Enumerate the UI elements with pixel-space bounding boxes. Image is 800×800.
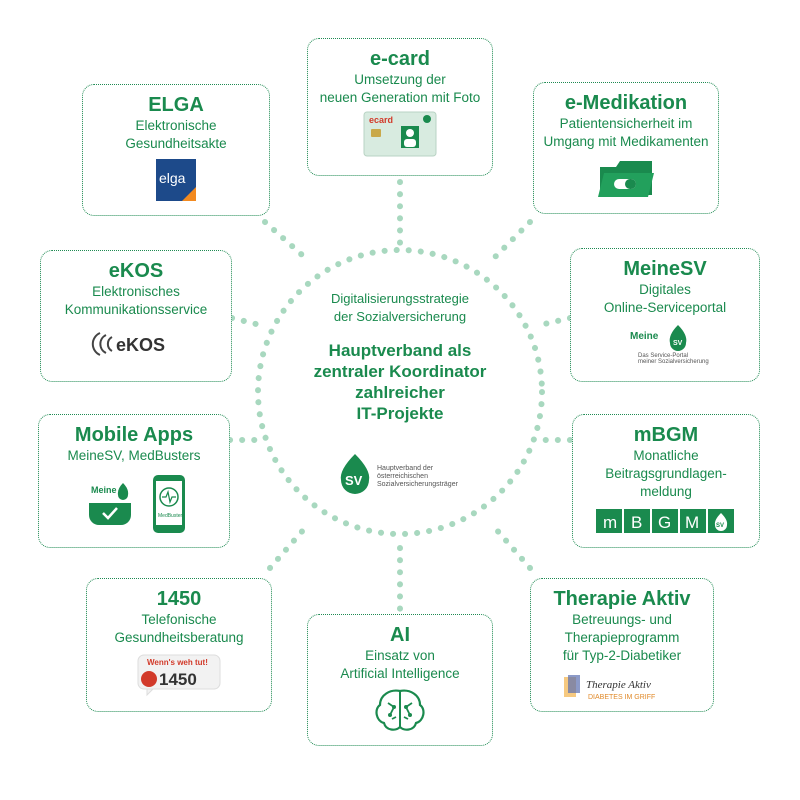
svg-text:Sozialversicherungsträger: Sozialversicherungsträger [377,481,459,488]
ai-desc-line1: Einsatz von [365,648,435,663]
1450-title: 1450 [156,588,202,610]
mbgm-desc-line3: meldung [640,484,692,499]
svg-text:m: m [603,513,617,532]
mbgm-desc-line2: Beitragsgrundlagen- [605,466,727,481]
svg-text:SV: SV [345,473,363,488]
pill-folder-icon [598,161,654,197]
svg-text:österreichischen: österreichischen [377,473,428,480]
therapieaktiv-desc-line2: Therapieprogramm [564,630,680,645]
project-ekos: eKOS Elektronisches Kommunikationsservic… [40,250,232,382]
svg-text:DIABETES IM GRIFF: DIABETES IM GRIFF [588,694,655,701]
mbgm-title: mBGM [633,424,699,446]
mbgm-desc-line1: Monatliche [633,448,699,463]
svg-text:eKOS: eKOS [116,335,165,355]
ecard-desc-line1: Umsetzung der [354,72,446,87]
svg-text:Therapie Aktiv: Therapie Aktiv [586,679,651,691]
svg-text:Wenn's weh tut!: Wenn's weh tut! [147,658,208,667]
svg-text:Meine: Meine [91,485,117,495]
connector-meinesv [537,315,573,328]
svg-text:elga: elga [159,170,186,186]
center-subtitle-line1: Digitalisierungsstrategie [330,291,469,306]
central-dotted-circle [255,247,545,537]
connector-1450 [267,525,308,571]
emedikation-desc-line2: Umgang mit Medikamenten [543,134,709,149]
hotline-1450-logo-icon: Wenn's weh tut! 1450 [137,654,221,697]
svg-text:meiner Sozialversicherung: meiner Sozialversicherung [638,359,709,365]
mobile-apps-icons: Meine MedBusters [89,475,185,533]
project-1450: 1450 Telefonische Gesundheitsberatung We… [86,578,272,712]
meinesv-desc-line2: Online-Serviceportal [603,300,727,315]
project-ai: AI Einsatz von Artificial Intelligence [307,614,493,746]
ekos-desc-line2: Kommunikationsservice [64,302,208,317]
mobileapps-title: Mobile Apps [74,424,194,446]
svg-text:Das Service-Portal: Das Service-Portal [638,353,688,359]
brain-icon [375,689,425,731]
project-emedikation: e-Medikation Patientensicherheit im Umga… [533,82,719,214]
project-elga: ELGA Elektronische Gesundheitsakte elga [82,84,270,216]
therapieaktiv-desc-line3: für Typ-2-Diabetiker [562,648,682,663]
project-therapieaktiv: Therapie Aktiv Betreuungs- und Therapiep… [530,578,714,712]
elga-title: ELGA [148,94,204,116]
svg-text:M: M [685,513,699,532]
meinesv-logo-icon: Meine SV Das Service-Portal meiner Sozia… [630,325,709,365]
project-mobileapps: Mobile Apps MeineSV, MedBusters Meine Me… [38,414,230,548]
connector-therapieaktiv [492,525,533,571]
1450-desc-line2: Gesundheitsberatung [114,630,244,645]
ekos-logo-icon: eKOS [91,332,165,356]
svg-text:Meine: Meine [630,331,659,342]
meinesv-desc-line1: Digitales [639,282,691,297]
center-main-line1: Hauptverband als [328,341,472,360]
svg-text:Hauptverband der: Hauptverband der [377,465,434,472]
ekos-title: eKOS [108,260,164,282]
svg-text:SV: SV [673,340,683,347]
project-meinesv: MeineSV Digitales Online-Serviceportal M… [570,248,760,382]
ai-title: AI [390,624,410,646]
ecard-card-icon: ecard [363,111,437,157]
meinesv-title: MeineSV [623,258,707,280]
connector-emedikation [487,219,533,265]
1450-desc-line1: Telefonische [141,612,217,627]
ekos-desc-line1: Elektronisches [92,284,180,299]
svg-text:B: B [631,513,642,532]
therapieaktiv-desc-line1: Betreuungs- und [572,612,672,627]
mbgm-logo-icon: m B G M SV [596,509,734,533]
center-main-line3: zahlreicher [355,383,445,402]
svg-text:G: G [658,513,671,532]
svg-text:SV: SV [716,523,724,529]
sv-drop-icon [340,454,370,494]
connector-elga [262,219,313,265]
connector-ekos [229,315,263,328]
ecard-desc-line2: neuen Generation mit Foto [319,90,481,105]
svg-text:1450: 1450 [159,670,197,689]
center-hub: Digitalisierungsstrategie der Sozialvers… [300,290,500,424]
elga-logo-icon: elga [156,159,196,201]
center-main-line2: zentraler Koordinator [313,362,487,381]
project-ecard: e-card Umsetzung der neuen Generation mi… [307,38,493,176]
emedikation-title: e-Medikation [564,92,688,114]
elga-desc-line2: Gesundheitsakte [125,136,227,151]
mobileapps-desc-line1: MeineSV, MedBusters [67,448,201,463]
svg-text:ecard: ecard [369,115,393,125]
center-main-heading: Hauptverband als zentraler Koordinator z… [300,340,500,424]
center-subtitle-line2: der Sozialversicherung [333,309,467,324]
svg-text:MedBusters: MedBusters [158,513,185,519]
center-main-line4: IT-Projekte [356,404,444,423]
ecard-title: e-card [369,48,431,70]
hauptverband-logo: SV Hauptverband der österreichischen Soz… [340,454,459,494]
elga-desc-line1: Elektronische [135,118,217,133]
therapieaktiv-logo-icon: Therapie Aktiv DIABETES IM GRIFF [564,675,655,701]
emedikation-desc-line1: Patientensicherheit im [559,116,693,131]
ai-desc-line2: Artificial Intelligence [340,666,460,681]
project-mbgm: mBGM Monatliche Beitragsgrundlagen- meld… [572,414,760,548]
therapieaktiv-title: Therapie Aktiv [553,588,691,610]
